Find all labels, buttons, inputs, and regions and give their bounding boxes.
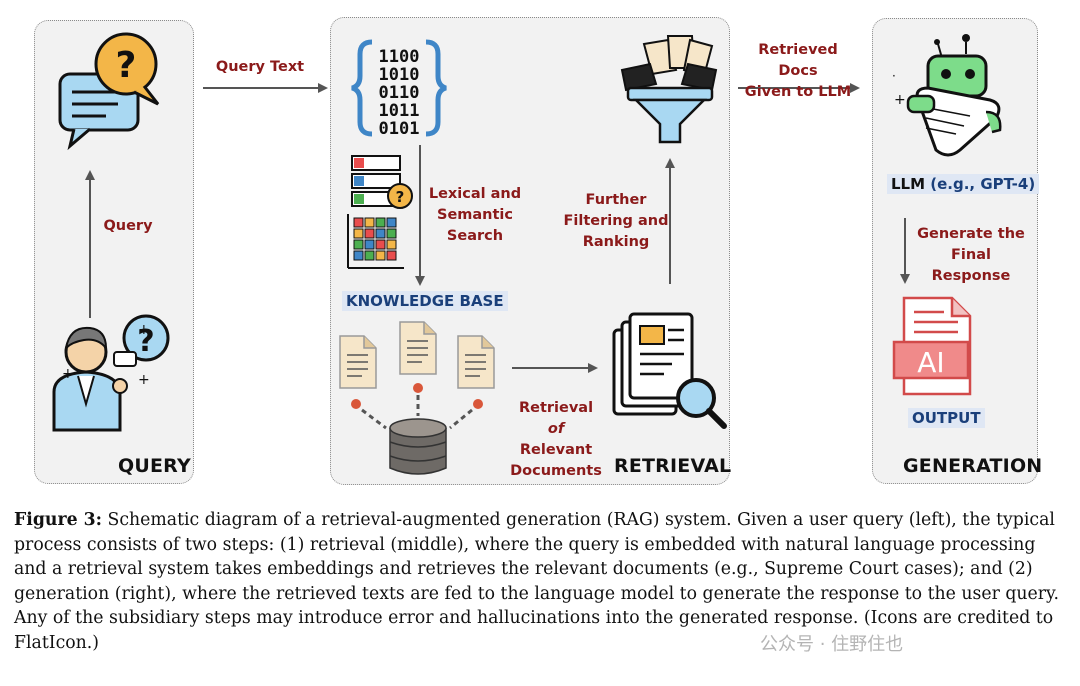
speech-bubbles-icon: ?: [58, 32, 160, 151]
svg-text:+: +: [138, 372, 150, 388]
svg-text:0101: 0101: [379, 119, 420, 139]
diagram-graphics: ? ? + + + 1100 1010 0110 1011 0101: [52, 32, 1002, 475]
funnel-filter-icon: [620, 35, 718, 144]
ai-file-text: AI: [917, 346, 944, 379]
edge-label-query-text: Query Text: [215, 59, 305, 75]
svg-text:+: +: [894, 92, 906, 108]
caption-text: Schematic diagram of a retrieval-augment…: [14, 510, 1059, 653]
edge-label-retrieved-docs: Retrieved Docs Given to LLM: [744, 42, 852, 100]
figure-label: Figure 3:: [14, 510, 103, 530]
retrieval-panel-title: RETRIEVAL: [614, 455, 732, 477]
svg-text:?: ?: [396, 188, 405, 206]
generation-panel-title: GENERATION: [903, 455, 1043, 477]
edge-label-filtering-ranking: Further Filtering and Ranking: [563, 192, 669, 250]
output-label: OUTPUT: [908, 408, 985, 428]
user-question-icon: ? + + +: [52, 314, 170, 432]
edge-label-query: Query: [103, 218, 153, 234]
database-icon: [389, 418, 447, 475]
edge-label-lexical-semantic-search: Lexical and Semantic Search: [428, 186, 522, 244]
svg-text:·: ·: [892, 69, 896, 83]
svg-text:1010: 1010: [379, 65, 420, 85]
svg-text:?: ?: [137, 324, 154, 359]
question-mark-glyph: ?: [116, 45, 137, 86]
connection-dots: [351, 383, 483, 430]
figure-caption: Figure 3: Schematic diagram of a retriev…: [14, 508, 1064, 655]
svg-text:+: +: [138, 322, 150, 338]
llm-label: LLM (e.g., GPT-4): [887, 174, 1040, 194]
document-icon: [457, 335, 495, 389]
document-icon: [339, 335, 377, 389]
data-grid-icon: ?: [347, 155, 413, 269]
svg-text:0110: 0110: [379, 83, 420, 103]
query-panel-title: QUERY: [118, 455, 191, 477]
svg-text:1100: 1100: [379, 47, 420, 67]
watermark: 公众号 · 住野住也: [760, 634, 904, 655]
rag-diagram: ? ? + + + 1100 1010 0110 1011 0101: [34, 17, 1043, 485]
robot-llm-icon: + ·: [892, 34, 1002, 157]
knowledge-base-label: KNOWLEDGE BASE: [342, 291, 508, 311]
svg-text:+: +: [62, 366, 74, 382]
document-search-icon: [612, 312, 727, 429]
binary-code-icon: 1100 1010 0110 1011 0101: [351, 39, 447, 139]
svg-text:1011: 1011: [379, 101, 420, 121]
edge-label-generate-response: Generate the Final Response: [917, 226, 1025, 284]
document-icon: [399, 321, 437, 375]
ai-file-icon: AI: [892, 296, 972, 396]
